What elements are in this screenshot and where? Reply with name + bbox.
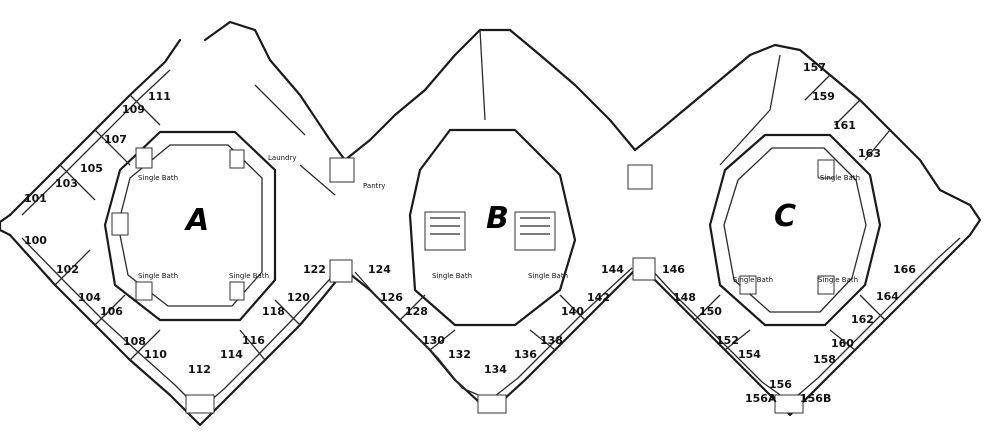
room-number: 156A [745,392,777,405]
room-number: 150 [699,305,722,318]
room-number: 146 [662,263,685,276]
room-number: 164 [876,290,899,303]
single-bath-label: Single Bath [432,272,472,280]
interior-partitions [54,29,891,414]
room-number: 122 [303,263,326,276]
room-number: 148 [673,291,696,304]
room-number: 144 [601,263,624,276]
room-number: 128 [405,305,428,318]
room-numbers: 100 101 102 103 104 105 106 107 108 109 … [24,61,916,405]
wing-letter-c: C [774,199,796,234]
room-number: 112 [188,363,211,376]
laundry-label: Laundry [268,154,297,162]
single-bath-label: Single Bath [138,174,178,182]
room-number: 105 [80,162,103,175]
room-number: 126 [380,291,403,304]
room-number: 156B [800,392,831,405]
room-number: 159 [812,90,835,103]
room-number: 142 [587,291,610,304]
room-number: 124 [368,263,391,276]
room-number: 116 [242,334,265,347]
room-number: 166 [893,263,916,276]
room-number: 101 [24,192,47,205]
pantry-label: Pantry [363,182,385,190]
room-number: 104 [78,291,101,304]
room-number: 130 [422,334,445,347]
room-number: 156 [769,378,792,391]
room-number: 100 [24,234,47,247]
room-number: 161 [833,119,856,132]
wing-letter-a: A [184,203,209,238]
room-number: 114 [220,348,243,361]
wing-a-core [103,130,277,322]
room-number: 111 [148,90,171,103]
single-bath-label: Single Bath [820,174,860,182]
room-number: 154 [738,348,761,361]
room-number: 118 [262,305,285,318]
room-number: 132 [448,348,471,361]
wing-b-core [408,128,577,327]
room-number: 107 [104,133,127,146]
room-number: 138 [540,334,563,347]
room-number: 160 [831,337,854,350]
single-bath-label: Single Bath [229,272,269,280]
room-number: 109 [122,103,145,116]
room-number: 106 [100,305,123,318]
single-bath-label: Single Bath [138,272,178,280]
single-bath-label: Single Bath [733,276,773,284]
room-number: 152 [716,334,739,347]
wing-c-core [708,133,882,327]
wing-letter-b: B [486,201,509,236]
single-bath-label: Single Bath [528,272,568,280]
single-bath-label: Single Bath [818,276,858,284]
room-number: 102 [56,263,79,276]
room-number: 110 [144,348,167,361]
room-number: 140 [561,305,584,318]
room-number: 103 [55,177,78,190]
room-number: 134 [484,363,507,376]
room-number: 157 [803,61,826,74]
room-number: 158 [813,353,836,366]
room-number: 163 [858,147,881,160]
room-number: 162 [851,313,874,326]
room-number: 120 [287,291,310,304]
room-number: 108 [123,335,146,348]
room-number: 136 [514,348,537,361]
